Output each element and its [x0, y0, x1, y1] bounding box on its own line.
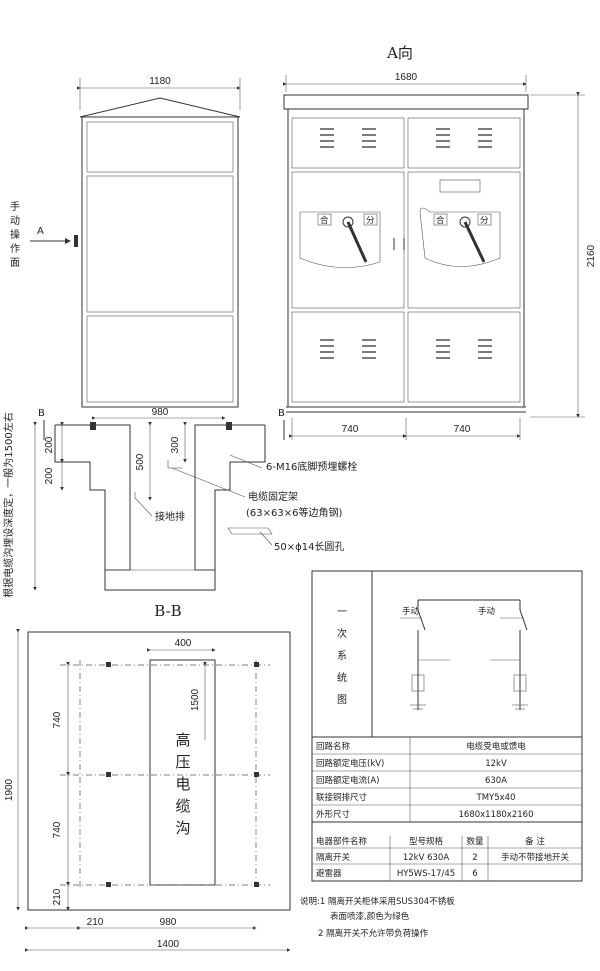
side-view: 1180 A 手动操作面	[10, 76, 241, 408]
manual-label-1: 手动	[402, 606, 420, 617]
param-name: 回路额定电压(kV)	[316, 758, 384, 769]
param-value: 12kV	[485, 759, 507, 769]
right-handle-icon	[463, 221, 486, 263]
params-rows: 回路名称 电缆受电或馈电 回路额定电压(kV) 12kV 回路额定电流(A) 6…	[316, 741, 533, 820]
dim-200a: 200	[44, 436, 55, 453]
manual-label-2: 手动	[478, 606, 496, 617]
param-name: 联接铜排尺寸	[316, 792, 368, 803]
section-b-right: B	[278, 408, 285, 419]
part-note: 手动不带接地开关	[501, 852, 570, 863]
view-a-title: A向	[386, 44, 413, 62]
param-value: TMY5x40	[476, 793, 516, 803]
left-handle-icon	[346, 221, 368, 263]
part-name: 隔离开关	[316, 852, 351, 863]
roof-cap	[283, 94, 529, 110]
handle-icon	[74, 235, 78, 247]
foundation-width-label: 980	[152, 407, 169, 418]
window-right	[419, 207, 501, 267]
table-outline	[311, 570, 583, 882]
dim-740b: 740	[52, 821, 63, 838]
part-model: HY5WS-17/45	[397, 869, 455, 879]
part-qty: 6	[472, 869, 477, 879]
vent-grilles	[320, 128, 492, 359]
switch-right-icon	[519, 609, 528, 631]
depth-note: 根据电缆沟埋设深度定，一般为1500左右	[2, 412, 15, 597]
front-view: A向 1680	[283, 44, 597, 440]
front-height-label: 2160	[586, 244, 597, 267]
schematic-title: 一次系统图	[337, 607, 347, 706]
param-name: 外形尺寸	[316, 809, 351, 820]
dim-300: 300	[170, 436, 181, 453]
trench-label: 高压电缆沟	[175, 731, 190, 837]
param-value: 电缆受电或馈电	[466, 741, 526, 752]
front-cabinet-body	[287, 108, 525, 408]
dim-500: 500	[135, 453, 146, 470]
view-arrow-label: A	[37, 226, 44, 237]
trench-length-label: 1500	[190, 688, 201, 711]
half-width-1: 740	[342, 424, 359, 435]
nameplate-icon	[439, 179, 481, 193]
right-close-label: 分	[480, 216, 489, 226]
foundation-section: B B 980 200 200 300 500 根据电缆沟埋设深度定，一般为15…	[2, 407, 357, 598]
part-name: 避雷器	[316, 868, 342, 879]
ground-bar-label: 接地排	[155, 510, 185, 523]
bracket-spec-label: (63×63×6等边角钢)	[246, 506, 342, 519]
side-cabinet-body	[81, 116, 239, 408]
arrester-left-icon	[411, 674, 425, 692]
note-line-2: 表面喷漆,颜色为绿色	[330, 911, 410, 922]
parts-header-name: 电器部件名称	[316, 836, 368, 847]
window-left	[299, 211, 381, 268]
param-name: 回路名称	[316, 741, 351, 752]
dim-1900: 1900	[4, 778, 15, 801]
part-model: 12kV 630A	[403, 853, 449, 863]
bolt-label: 6-M16底脚预埋螺栓	[266, 460, 357, 473]
param-name: 回路额定电流(A)	[316, 775, 379, 786]
manual-side-label: 手动操作面	[10, 200, 20, 269]
dim-210b: 210	[87, 917, 104, 928]
dim-210a: 210	[52, 888, 63, 905]
dim-740a: 740	[52, 711, 63, 728]
dim-980: 980	[160, 917, 177, 928]
schematic-table: 一次系统图 手动 手动 回路名称 电缆受电或馈电 回路额定电压(kV) 12kV	[300, 570, 583, 939]
section-bb-outline	[27, 631, 291, 911]
section-b-left: B	[38, 408, 45, 419]
note-line-3: 2 隔离开关不允许带负荷操作	[318, 928, 429, 939]
left-close-label: 分	[366, 216, 375, 226]
right-open-label: 合	[436, 215, 445, 226]
switch-left-icon	[417, 609, 426, 631]
bracket-label: 电缆固定架	[248, 490, 298, 503]
arrester-right-icon	[513, 674, 527, 692]
section-bb: B-B 高压电缆沟 400 1500 740 740 210 1900	[4, 602, 291, 952]
half-width-2: 740	[454, 424, 471, 435]
dim-1400: 1400	[157, 939, 180, 950]
section-bb-title: B-B	[154, 602, 181, 620]
parts-header-model: 型号规格	[409, 836, 444, 847]
part-qty: 2	[472, 853, 477, 863]
dim-200b: 200	[44, 467, 55, 484]
note-line-1: 说明:1 隔离开关柜体采用SUS304不锈板	[300, 896, 455, 907]
front-width-label: 1680	[395, 72, 418, 83]
hole-label: 50×ϕ14长圆孔	[274, 541, 344, 553]
param-value: 630A	[485, 776, 507, 786]
parts-header-note: 备 注	[525, 836, 545, 847]
side-width-label: 1180	[149, 76, 171, 87]
left-open-label: 合	[320, 215, 329, 226]
parts-header-qty: 数量	[466, 836, 484, 847]
param-value: 1680x1180x2160	[459, 810, 534, 820]
trench-width-label: 400	[175, 638, 192, 649]
